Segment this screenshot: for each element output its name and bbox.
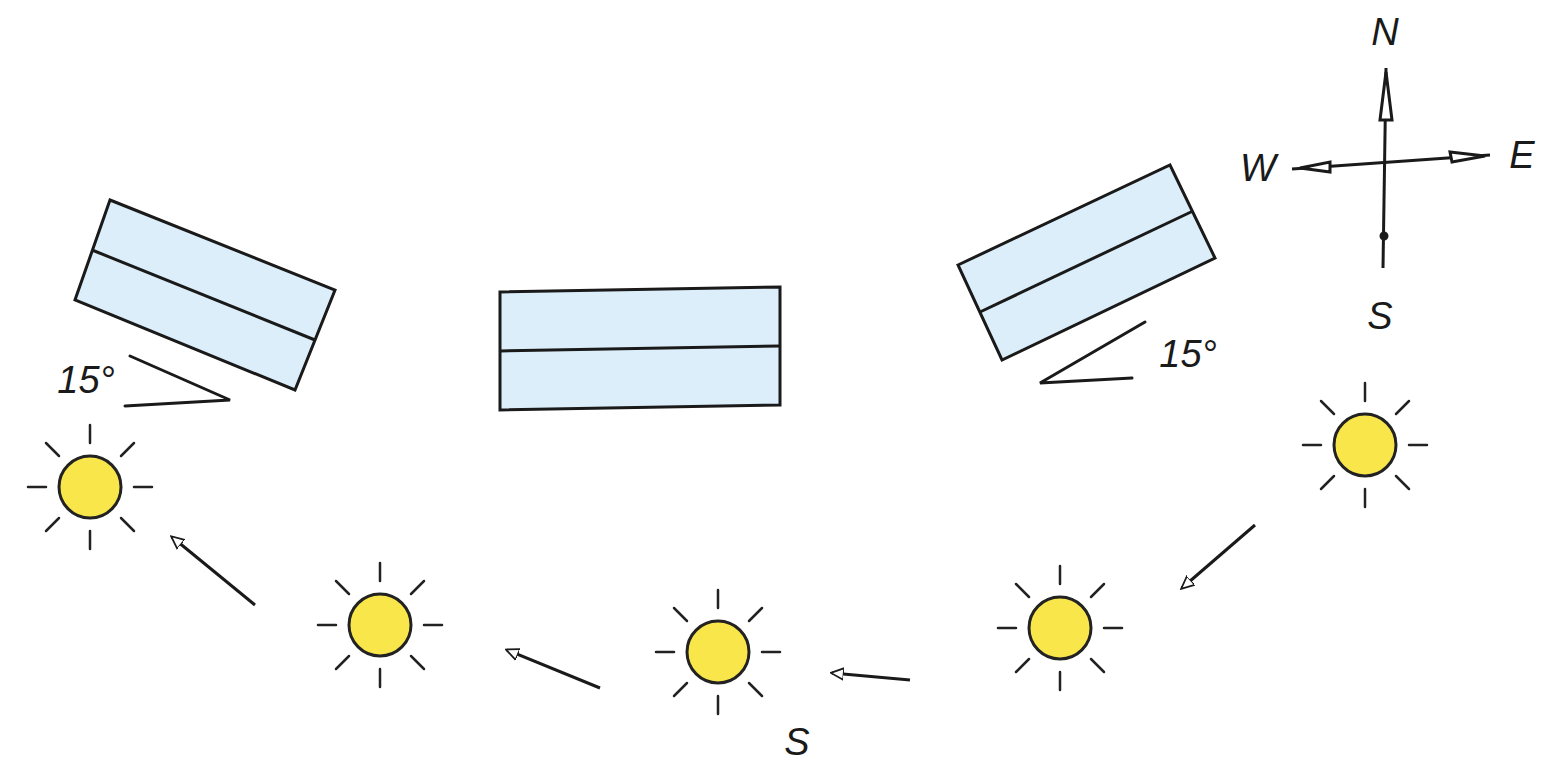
compass-south-dot <box>1381 233 1387 239</box>
angle-mark <box>125 356 230 406</box>
solar-panels <box>75 165 1215 410</box>
compass-direction: N <box>1371 13 1398 51</box>
tilt-angle: 15° <box>1159 335 1216 373</box>
path-arrow <box>1182 525 1255 588</box>
angle-marks <box>125 322 1145 406</box>
path-arrow <box>832 673 910 680</box>
panel-divider <box>980 211 1193 312</box>
compass-west-head <box>1300 162 1330 172</box>
compass-direction: S <box>1367 297 1392 335</box>
solar-panel <box>500 287 780 410</box>
compass-direction: E <box>1509 136 1534 174</box>
sun <box>318 563 442 687</box>
panel-divider <box>92 250 315 340</box>
path-arrow <box>507 650 600 688</box>
solar-panel <box>958 165 1215 360</box>
sun <box>656 590 780 714</box>
path-arrow <box>172 537 255 605</box>
sun <box>28 425 152 549</box>
sun-direction: S <box>784 723 809 761</box>
sun-positions <box>28 383 1427 714</box>
compass-north-head <box>1380 72 1392 120</box>
compass-east-head <box>1450 152 1485 162</box>
tilt-angle: 15° <box>57 361 114 399</box>
compass <box>1292 68 1490 268</box>
compass-direction: W <box>1240 149 1276 187</box>
panel-divider <box>500 346 780 351</box>
angle-mark <box>1040 322 1145 383</box>
sun <box>998 566 1122 690</box>
sun <box>1303 383 1427 507</box>
sun-path-arrows <box>172 525 1255 688</box>
